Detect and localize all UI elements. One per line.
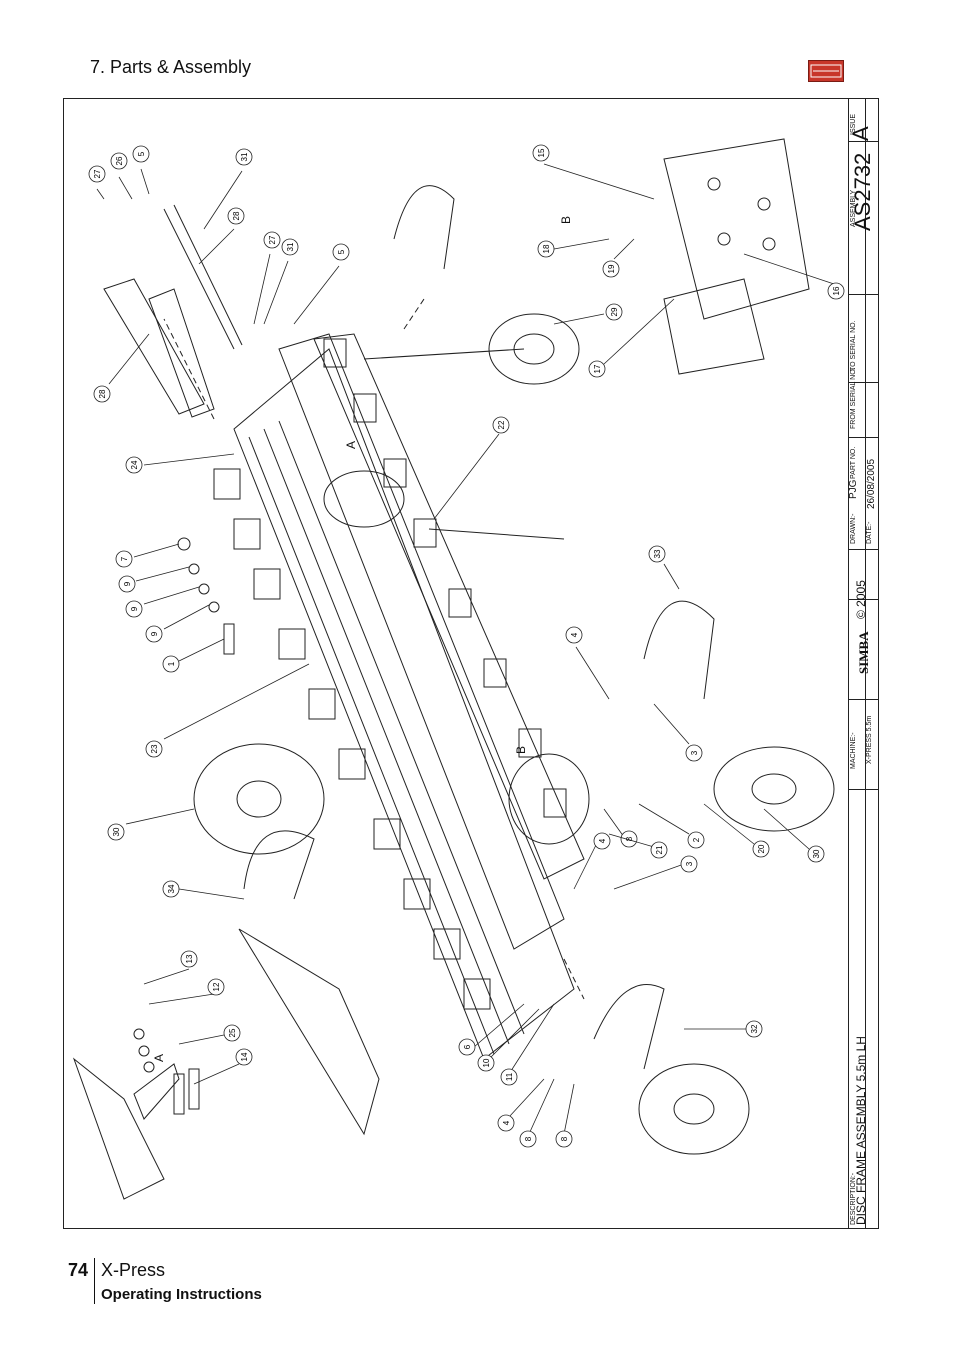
callout-number: 34 xyxy=(167,884,176,893)
callout-number: 30 xyxy=(112,827,121,836)
callout-number: 15 xyxy=(537,148,546,157)
callout-number: 24 xyxy=(130,460,139,469)
description-value: DISC FRAME ASSEMBLY 5.5m LH xyxy=(854,1036,868,1225)
callout-number: 5 xyxy=(337,249,346,254)
callout-number: 4 xyxy=(502,1120,511,1125)
callout-number: 13 xyxy=(185,954,194,963)
callout-number: 31 xyxy=(286,242,295,251)
callout-number: 28 xyxy=(98,389,107,398)
date-value: 26/08/2005 xyxy=(866,458,877,509)
assembly-label: ASSEMBLY xyxy=(850,189,857,227)
drawn-label: DRAWN:- xyxy=(850,513,857,544)
callout-number: 9 xyxy=(130,606,139,611)
callout-number: 20 xyxy=(757,844,766,853)
callout-number: 1 xyxy=(167,661,176,666)
callout-number: 12 xyxy=(212,982,221,991)
drawn-value: PJG xyxy=(848,479,859,499)
page-number: 74 xyxy=(68,1260,89,1280)
callout-number: 26 xyxy=(115,156,124,165)
document-type: Operating Instructions xyxy=(101,1286,262,1303)
callout-number: 8 xyxy=(524,1136,533,1141)
callout-number: 25 xyxy=(228,1028,237,1037)
callout-number: 27 xyxy=(93,169,102,178)
callout-number: 29 xyxy=(610,307,619,316)
callout-number: 18 xyxy=(542,244,551,253)
callout-number: 9 xyxy=(123,581,132,586)
callout-number: 2 xyxy=(692,837,701,842)
callout-number: 4 xyxy=(598,838,607,843)
part-no-label: PART NO. xyxy=(850,446,857,479)
callout-number: 28 xyxy=(232,211,241,220)
callout-number: 22 xyxy=(497,420,506,429)
callout-number: 7 xyxy=(120,556,129,561)
view-label-a-2: A xyxy=(152,1053,166,1062)
callout-number: 9 xyxy=(150,631,159,636)
callout-number: 33 xyxy=(653,549,662,558)
callout-number: 30 xyxy=(812,849,821,858)
callout-number: 14 xyxy=(240,1052,249,1061)
simba-logo-icon xyxy=(808,60,844,82)
product-name: X-Press xyxy=(101,1260,166,1280)
callout-number: 31 xyxy=(240,152,249,161)
issue-value: A xyxy=(848,126,873,141)
to-serial-label: TO SERIAL NO. xyxy=(850,320,857,371)
view-label-b-2: B xyxy=(514,745,528,754)
exploded-assembly-drawing xyxy=(72,138,845,1200)
view-label-b: B xyxy=(559,215,573,224)
callout-number: 19 xyxy=(607,264,616,273)
view-label-a: A xyxy=(344,440,358,449)
callout-number: 16 xyxy=(832,286,841,295)
callout-number: 4 xyxy=(570,632,579,637)
callout-number: 5 xyxy=(137,151,146,156)
callout-number: 6 xyxy=(463,1044,472,1049)
date-label: DATE:- xyxy=(866,521,873,544)
copyright: © 2005 xyxy=(854,580,868,619)
machine-value: X-PRESS 5.5m xyxy=(866,715,873,764)
from-serial-label: FROM SERIAL NO. xyxy=(850,367,857,429)
callout-number: 23 xyxy=(150,744,159,753)
callout-number: 3 xyxy=(690,750,699,755)
footer-divider xyxy=(94,1258,95,1304)
section-title: 7. Parts & Assembly xyxy=(90,57,252,77)
callout-number: 32 xyxy=(750,1024,759,1033)
callout-number: 27 xyxy=(268,235,277,244)
callout-number: 10 xyxy=(482,1058,491,1067)
callout-number: 21 xyxy=(655,845,664,854)
callout-number: 8 xyxy=(560,1136,569,1141)
callout-number: 3 xyxy=(685,861,694,866)
callout-number: 11 xyxy=(505,1072,514,1081)
brand-mark: SIMBA xyxy=(856,631,871,674)
callout-number: 17 xyxy=(593,364,602,373)
machine-label: MACHINE:- xyxy=(850,732,857,769)
callout-number: 8 xyxy=(625,836,634,841)
